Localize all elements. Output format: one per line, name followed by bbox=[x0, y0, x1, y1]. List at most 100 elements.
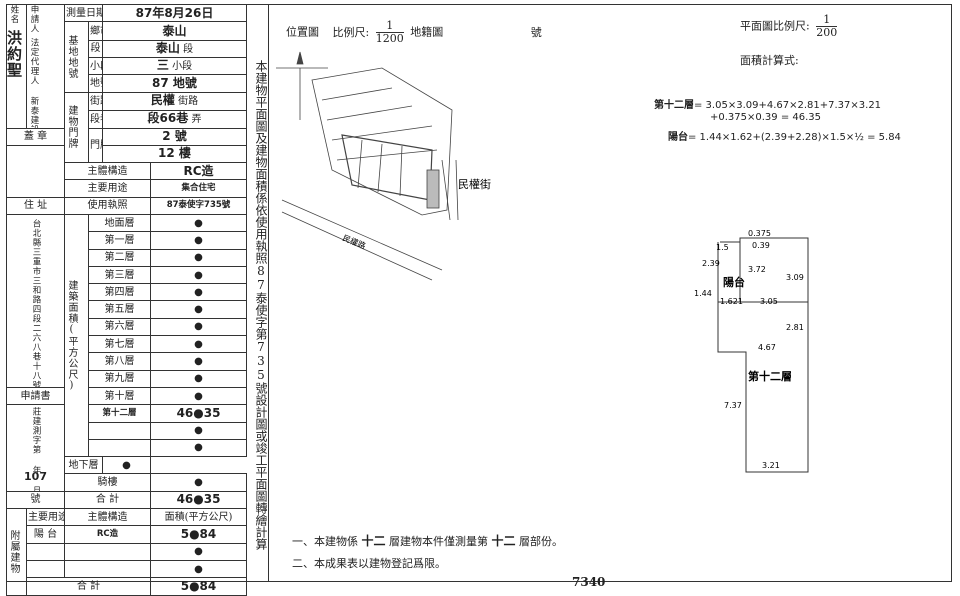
address-cell: 台北縣三重市三和路四段二六八巷十八號 台北縣新莊市中正路五一號 bbox=[6, 213, 65, 388]
note1-pre: 一、本建物係 bbox=[292, 535, 358, 548]
door-label: 門牌 bbox=[88, 127, 103, 164]
note-2: 二、本成果表以建物登記爲限。 bbox=[292, 557, 446, 570]
notes: 一、本建物係 十二 層建物本件僅測量第 十二 層部份。 二、本成果表以建物登記爲… bbox=[292, 530, 563, 575]
attached-col-structure: 主體構造 bbox=[64, 508, 151, 527]
parcel-outline bbox=[311, 67, 453, 216]
dim-2-81: 2.81 bbox=[786, 323, 804, 332]
applicant-cell: 姓名 洪約聖 bbox=[6, 4, 27, 129]
land-label-cell: 基地地號 bbox=[64, 21, 89, 93]
floor-label-6: 第六層 bbox=[88, 317, 151, 337]
map-number-label: 號 bbox=[530, 25, 542, 39]
lot-value: 87 地號 bbox=[102, 74, 247, 93]
floor-label-0: 地面層 bbox=[88, 213, 151, 233]
main-use-value: 集合住宅 bbox=[150, 179, 247, 198]
structure-value: RC造 bbox=[150, 162, 247, 181]
floor-value-3: ● bbox=[150, 265, 247, 285]
building-no-cell: 建物門牌 bbox=[64, 91, 89, 164]
attached-use-2 bbox=[26, 559, 65, 579]
lane-label: 段巷弄 bbox=[88, 110, 103, 129]
dim-1-5: 1.5 bbox=[716, 243, 729, 252]
dim-3-05: 3.05 bbox=[760, 297, 778, 306]
basement-value: ● bbox=[102, 456, 151, 475]
subsection-value: 三 bbox=[156, 58, 169, 73]
formula-balcony-text: = 1.44×1.62+(2.39+2.28)×1.5×½ = 5.84 bbox=[688, 132, 901, 143]
target-lot-marker bbox=[426, 169, 440, 209]
seal-space bbox=[6, 144, 65, 198]
floor-label-5: 第五層 bbox=[88, 300, 151, 319]
map-street-label: 民權街 bbox=[458, 177, 491, 191]
floor-value-1: ● bbox=[150, 231, 247, 250]
street-edge bbox=[441, 159, 459, 221]
main-use-label: 主要用途 bbox=[64, 179, 151, 198]
formula-label: 面積計算式: bbox=[740, 54, 799, 67]
floor-label-8: 第八層 bbox=[88, 352, 151, 371]
attached-area-2: ● bbox=[150, 559, 247, 579]
building-dividers bbox=[357, 139, 403, 197]
attached-col-area: 面積(平方公尺) bbox=[150, 508, 247, 527]
seal-label: 蓋 章 bbox=[6, 127, 65, 146]
balcony-formula: 陽台= 1.44×1.62+(2.39+2.28)×1.5×½ = 5.84 bbox=[668, 128, 901, 143]
loc-scale-den: 1200 bbox=[375, 32, 404, 45]
number-label: 號 bbox=[6, 490, 65, 510]
lane-cell: 段66巷 弄 bbox=[102, 110, 247, 129]
plan-scale-label: 平面圖比例尺: bbox=[740, 19, 810, 33]
section-value: 泰山 bbox=[155, 40, 180, 55]
floor-value-4: ● bbox=[150, 283, 247, 302]
dim-7-37: 7.37 bbox=[724, 401, 742, 410]
attached-col-use: 主要用途 bbox=[26, 508, 65, 527]
note1-floors: 十二 bbox=[361, 534, 386, 548]
area-label-cell: 建築面積(平方公尺) bbox=[64, 213, 89, 458]
total-label: 合 計 bbox=[64, 490, 151, 510]
street-label: 街路 bbox=[88, 91, 103, 112]
attached-label-cell: 附屬建物 bbox=[6, 508, 27, 596]
floor-value-2: ● bbox=[150, 248, 247, 267]
attached-total-label: 合 計 bbox=[26, 577, 151, 596]
floor-plan: 1.5 0.375 0.39 2.39 3.72 3.09 陽台 1.44 1.… bbox=[694, 229, 809, 473]
license-value: 87泰使字735號 bbox=[150, 196, 247, 215]
floor-formula-line1: 第十二層= 3.05×3.09+4.67×2.81+7.37×3.21 bbox=[654, 96, 881, 111]
attached-structure-1 bbox=[64, 542, 151, 561]
formula-floor-text1: = 3.05×3.09+4.67×2.81+7.37×3.21 bbox=[694, 100, 882, 111]
note1-post: 層部份。 bbox=[519, 535, 564, 548]
subsection-label: 小段 bbox=[88, 57, 103, 76]
attached-total-value: 5●84 bbox=[150, 577, 247, 596]
basement-label: 地下層 bbox=[64, 456, 103, 475]
section-suffix: 段 bbox=[183, 43, 194, 55]
subsection-suffix: 小段 bbox=[172, 61, 193, 73]
street-cell: 民權 街路 bbox=[102, 91, 247, 112]
city-value: 泰山 bbox=[102, 21, 247, 41]
lane-suffix: 弄 bbox=[191, 114, 202, 126]
applicant-name: 洪約聖 bbox=[6, 30, 24, 78]
dim-2-39: 2.39 bbox=[702, 259, 720, 268]
floor-value-7: ● bbox=[150, 335, 247, 354]
note1-mid: 層建物本件僅測量第 bbox=[389, 535, 489, 548]
arcade-value: ● bbox=[150, 473, 247, 492]
dim-1-621: 1.621 bbox=[720, 297, 743, 306]
note-1: 一、本建物係 十二 層建物本件僅測量第 十二 層部份。 bbox=[292, 530, 563, 553]
area-label: 建築面積(平方公尺) bbox=[66, 279, 77, 392]
survey-date: 87年8月26日 bbox=[102, 3, 247, 23]
floor-label-10: 第十層 bbox=[88, 386, 151, 406]
blank-row-2 bbox=[88, 438, 151, 458]
cadastral-label: 地籍圖 bbox=[410, 25, 444, 39]
dim-4-67: 4.67 bbox=[758, 343, 776, 352]
dim-1-44: 1.44 bbox=[694, 289, 712, 298]
loc-scale-num: 1 bbox=[375, 20, 404, 33]
footer-code: 7340 bbox=[572, 576, 606, 586]
plan-scale-den: 200 bbox=[816, 26, 838, 39]
floor-no: 12 樓 bbox=[102, 144, 247, 164]
lane-value: 段66巷 bbox=[147, 111, 189, 126]
floor12-value: 46●35 bbox=[150, 404, 247, 423]
floor-value-9: ● bbox=[150, 369, 247, 388]
attached-label: 附屬建物 bbox=[8, 529, 19, 574]
floor-label-1: 第一層 bbox=[88, 231, 151, 250]
plan-floor-label: 第十二層 bbox=[748, 369, 792, 383]
blank-value-1: ● bbox=[150, 421, 247, 440]
floor-value-10: ● bbox=[150, 386, 247, 406]
dim-3-21: 3.21 bbox=[762, 461, 780, 470]
floor-value-0: ● bbox=[150, 213, 247, 233]
arcade-label: 騎樓 bbox=[64, 473, 151, 492]
